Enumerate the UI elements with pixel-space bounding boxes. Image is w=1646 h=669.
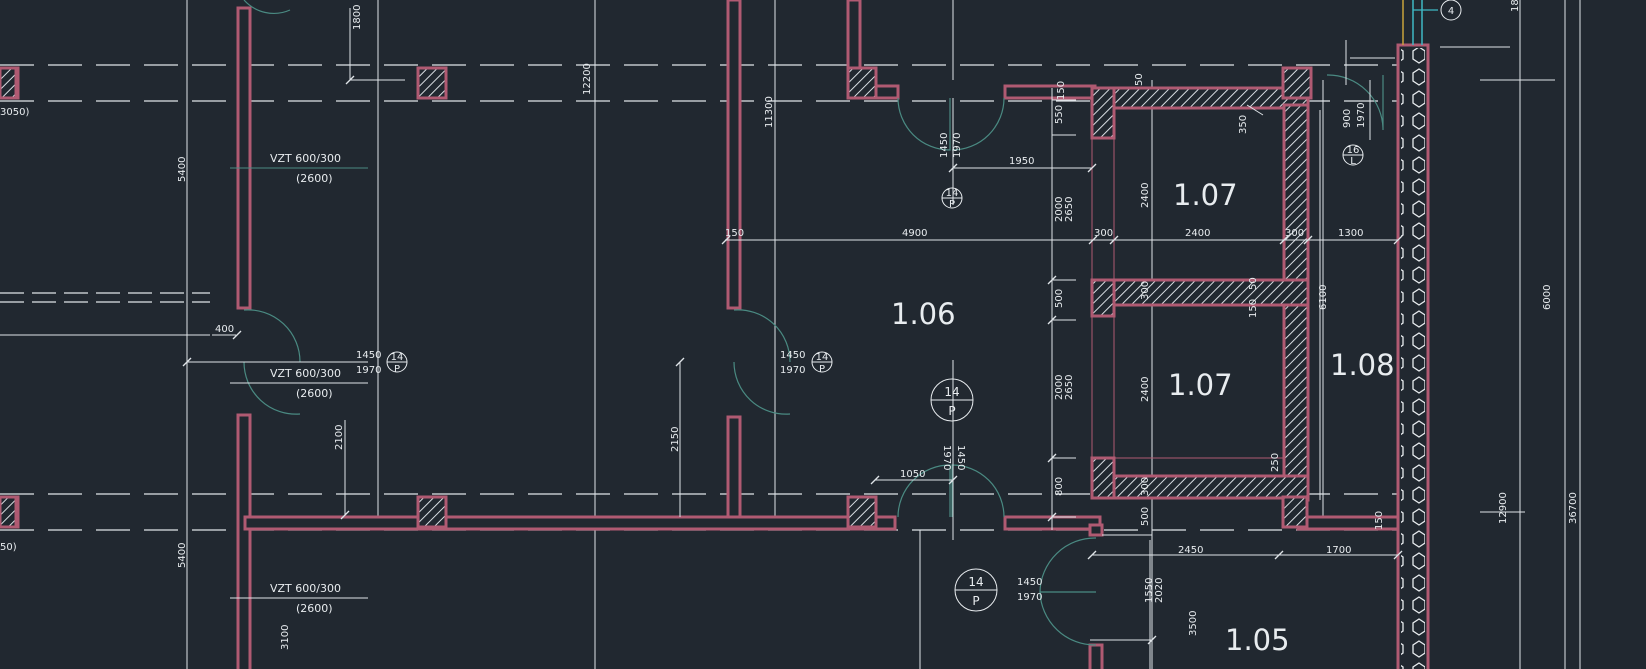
door-tag-2-num: 14 (816, 352, 829, 363)
dim-1050: 1050 (900, 469, 925, 480)
dim-6000: 6000 (1542, 285, 1553, 310)
room-label-1-07-upper: 1.07 (1173, 178, 1238, 212)
dimension-ticks (182, 75, 1403, 645)
door-tag-1-num: 14 (391, 352, 404, 363)
door-tag-6-letter: L (1350, 156, 1356, 167)
dim-300-b: 300 (1285, 228, 1304, 239)
dim-2450: 2450 (1178, 545, 1203, 556)
dim-1550: 1550 (1144, 578, 1155, 603)
dim-300-d: 300 (1140, 477, 1151, 496)
vzt-height-2: (2600) (296, 387, 333, 400)
door-tag-5-num: 14 (968, 575, 983, 589)
dim-36700: 36700 (1568, 492, 1579, 524)
columns (0, 66, 878, 529)
dim-400: 400 (215, 324, 234, 335)
room-labels: 1.06 1.07 1.07 1.08 1.05 (891, 178, 1395, 657)
dim-2400-upper: 2400 (1140, 183, 1151, 208)
dim-11300: 11300 (764, 96, 775, 128)
dim-2100: 2100 (334, 425, 345, 450)
door-size-labels: 1450 1970 1450 1970 1450 1970 1450 1970 … (356, 103, 1367, 603)
door-tag-4-letter: P (948, 404, 955, 418)
room-label-1-05: 1.05 (1225, 623, 1290, 657)
vzt-label-1: VZT 600/300 (270, 152, 341, 165)
door-width-5: 1450 (955, 445, 966, 470)
dim-1950: 1950 (1009, 156, 1034, 167)
dim-3100: 3100 (280, 625, 291, 650)
dim-18: 18 (1510, 0, 1521, 12)
dimension-lines (0, 8, 1555, 669)
dim-150-c: 150 (1248, 299, 1259, 318)
door-tag-3-num: 14 (946, 188, 959, 199)
door-swings (243, 0, 1384, 646)
dim-150-d: 150 (1374, 511, 1385, 530)
dim-500-b: 500 (1140, 507, 1151, 526)
door-tag-5-letter: P (972, 594, 979, 608)
dimension-texts: 1800 3050) 5400 12200 11300 150 550 50 3… (0, 0, 1579, 650)
dim-1300: 1300 (1338, 228, 1363, 239)
dim-1800: 1800 (352, 5, 363, 30)
dim-2650-lower: 2650 (1064, 375, 1075, 400)
door-width-1: 1450 (356, 350, 381, 361)
dim-2000-lower: 2000 (1054, 375, 1065, 400)
room-label-1-06: 1.06 (891, 297, 956, 331)
door-tag-1-letter: P (394, 364, 400, 375)
vzt-label-2: VZT 600/300 (270, 367, 341, 380)
dim-12900: 12900 (1498, 492, 1509, 524)
dim-300-c: 300 (1140, 281, 1151, 300)
dim-2020: 2020 (1154, 578, 1165, 603)
door-tag-6-num: 16 (1347, 145, 1360, 156)
dim-1700: 1700 (1326, 545, 1351, 556)
dim-2650-upper: 2650 (1064, 197, 1075, 222)
dim-50-b: 50 (1248, 277, 1259, 290)
door-tag-2-letter: P (819, 364, 825, 375)
dim-800: 800 (1054, 477, 1065, 496)
dim-12200: 12200 (582, 63, 593, 95)
dim-3050: 3050) (0, 107, 29, 118)
axis-markers (1402, 0, 1438, 45)
dim-4900: 4900 (902, 228, 927, 239)
room-label-1-08: 1.08 (1330, 348, 1395, 382)
door-height-4: 1970 (952, 133, 963, 158)
door-tags (386, 0, 1462, 612)
dim-2000-upper: 2000 (1054, 197, 1065, 222)
door-width-4: 1450 (939, 133, 950, 158)
vzt-height-3: (2600) (296, 602, 333, 615)
dim-150-a: 150 (1056, 81, 1067, 100)
exterior-wall-insulation (1401, 48, 1425, 669)
dim-6100: 6100 (1318, 285, 1329, 310)
door-tag-texts: 14 P 14 P 14 P 14 P 14 P 16 L 4 (391, 6, 1455, 608)
vzt-labels: VZT 600/300 (2600) VZT 600/300 (2600) VZ… (230, 152, 368, 615)
door-height-6: 1970 (1356, 103, 1367, 128)
dim-250: 250 (1270, 453, 1281, 472)
dim-2400-lower: 2400 (1140, 377, 1151, 402)
door-height-1: 1970 (356, 365, 381, 376)
dim-5400-lower: 5400 (177, 543, 188, 568)
room-outlines (1091, 107, 1285, 460)
dim-2400-horizontal: 2400 (1185, 228, 1210, 239)
dim-50-c: 50) (0, 542, 17, 553)
door-width-3: 1450 (1017, 577, 1042, 588)
grid-lines (186, 0, 1581, 669)
dim-5400-upper: 5400 (177, 157, 188, 182)
axis-tag-4: 4 (1448, 6, 1454, 17)
room-label-1-07-lower: 1.07 (1168, 368, 1233, 402)
door-width-2: 1450 (780, 350, 805, 361)
dim-300-a: 300 (1094, 228, 1113, 239)
dim-50: 50 (1134, 73, 1145, 86)
vzt-label-3: VZT 600/300 (270, 582, 341, 595)
dim-3500: 3500 (1188, 611, 1199, 636)
dim-500-a: 500 (1054, 289, 1065, 308)
dim-150-b: 150 (725, 228, 744, 239)
dim-350: 350 (1238, 115, 1249, 134)
door-height-5: 1970 (941, 445, 952, 470)
door-width-6: 900 (1342, 109, 1353, 128)
door-tag-4-num: 14 (944, 385, 959, 399)
dim-2150: 2150 (670, 427, 681, 452)
dim-550: 550 (1054, 105, 1065, 124)
door-height-2: 1970 (780, 365, 805, 376)
door-tag-3-letter: P (949, 199, 955, 210)
door-height-3: 1970 (1017, 592, 1042, 603)
vzt-height-1: (2600) (296, 172, 333, 185)
